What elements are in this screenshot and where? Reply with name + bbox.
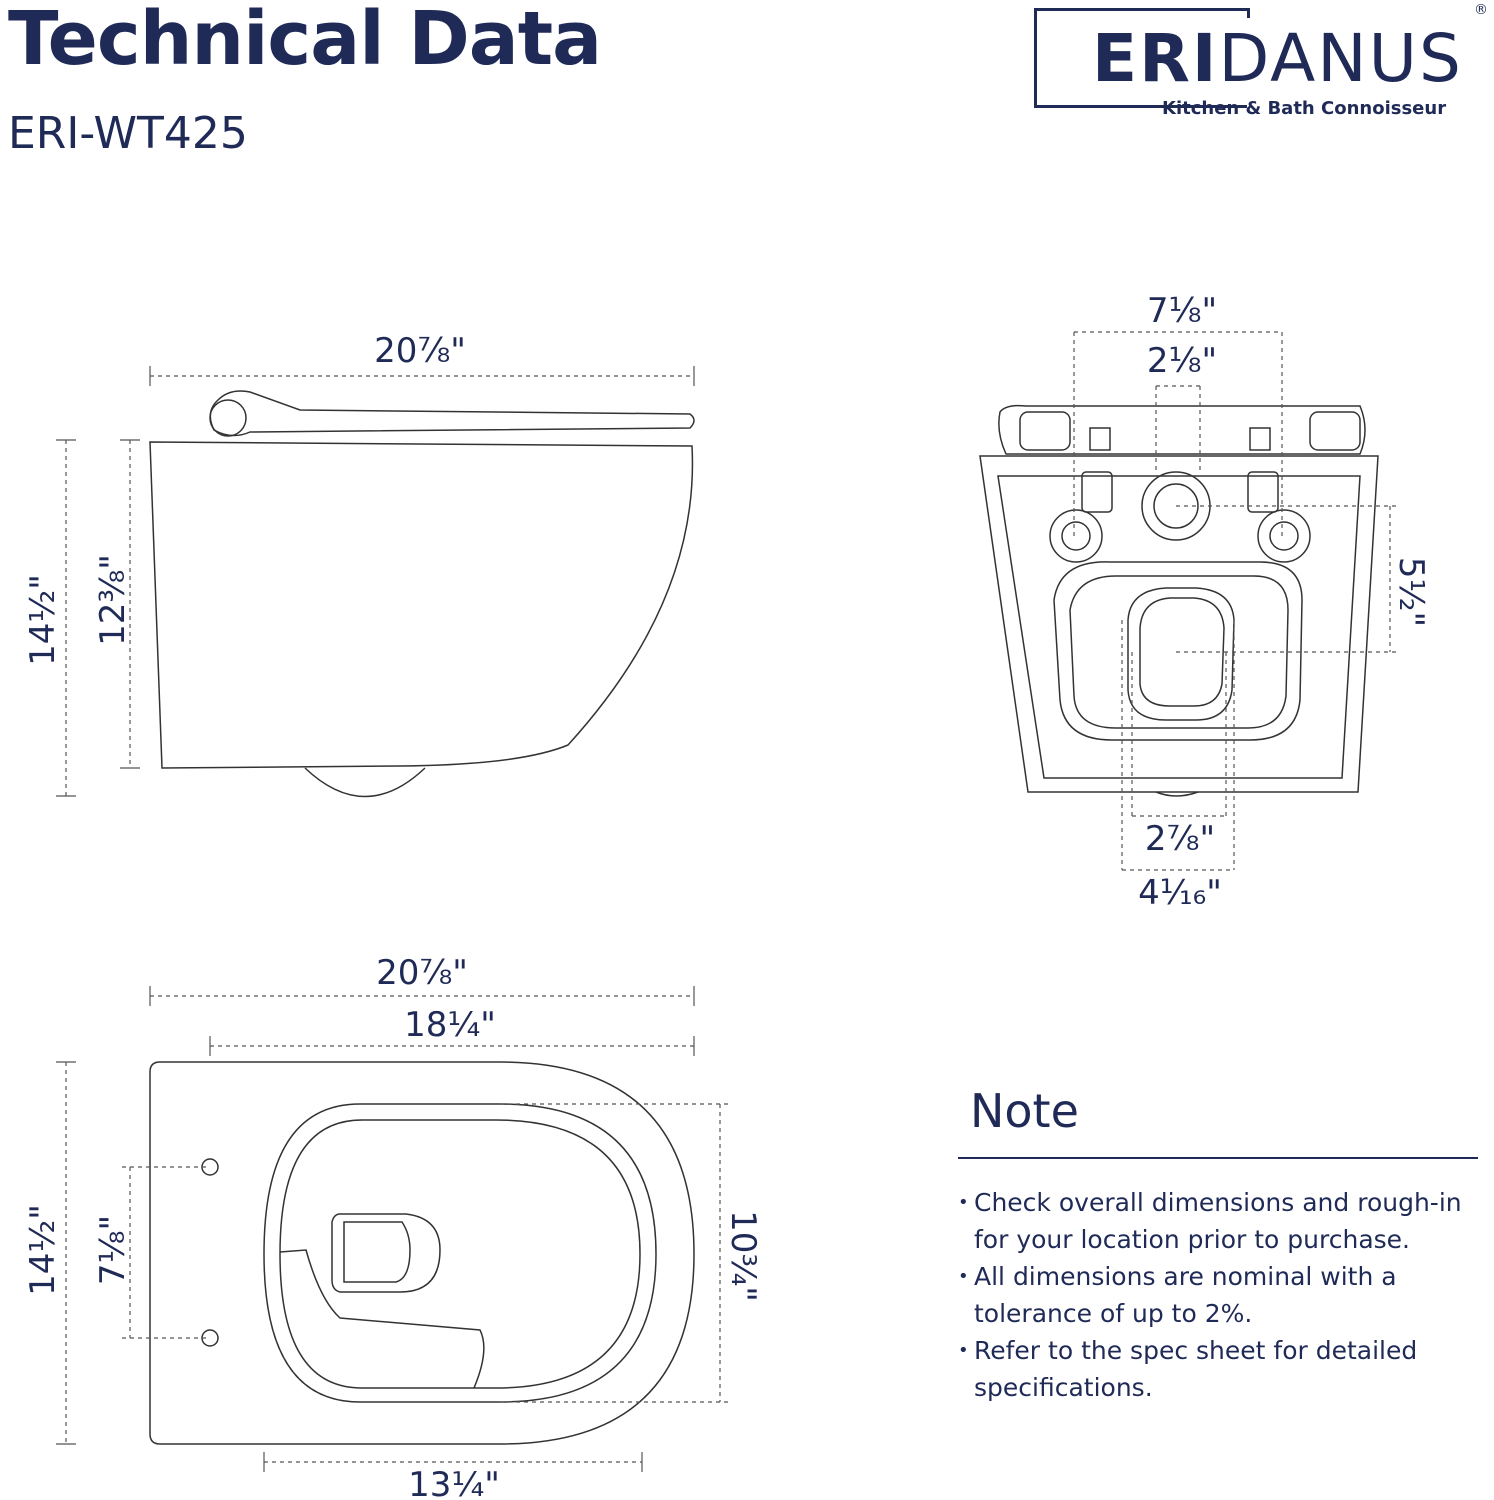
logo-wordmark: ERIDANUS xyxy=(1092,26,1463,92)
model-number: ERI-WT425 xyxy=(8,108,248,159)
top-length-label: 20⅞" xyxy=(376,953,468,993)
note-item: All dimensions are nominal with a tolera… xyxy=(958,1258,1488,1332)
top-opening-length-label: 13¼" xyxy=(408,1465,500,1500)
side-length-label: 20⅞" xyxy=(374,331,466,371)
note-list: Check overall dimensions and rough-in fo… xyxy=(958,1184,1488,1406)
note-item: Refer to the spec sheet for detailed spe… xyxy=(958,1332,1488,1406)
logo-frame xyxy=(1034,8,1250,108)
logo-tagline: Kitchen & Bath Connoisseur xyxy=(1162,98,1447,119)
side-view-drawing xyxy=(56,366,695,798)
note-item: Check overall dimensions and rough-in fo… xyxy=(958,1184,1488,1258)
page-title: Technical Data xyxy=(8,0,602,82)
side-total-height-label: 14½" xyxy=(23,574,63,666)
top-width-label: 14½" xyxy=(23,1204,63,1296)
top-bolt-spacing-label: 7⅛" xyxy=(93,1215,133,1285)
rear-outlet-outer-label: 4¹⁄₁₆" xyxy=(1138,873,1222,913)
side-bowl-height-label: 12⅜" xyxy=(93,554,133,646)
logo-bold: ERI xyxy=(1092,20,1219,97)
logo-light: DANUS xyxy=(1218,20,1463,97)
rear-outlet-inner-label: 2⅞" xyxy=(1145,819,1215,859)
note-heading: Note xyxy=(970,1084,1079,1138)
rear-inlet-outlet-label: 5½" xyxy=(1391,557,1431,627)
note-divider xyxy=(958,1157,1478,1159)
registered-mark: ® xyxy=(1474,2,1488,18)
rear-inlet-width-label: 2⅛" xyxy=(1147,341,1217,381)
rear-view-drawing xyxy=(979,331,1396,871)
top-opening-width-label: 10¾" xyxy=(723,1210,763,1302)
top-view-drawing xyxy=(56,986,728,1472)
rear-bolt-spacing-label: 7⅛" xyxy=(1147,291,1217,331)
top-bowl-length-label: 18¼" xyxy=(404,1005,496,1045)
